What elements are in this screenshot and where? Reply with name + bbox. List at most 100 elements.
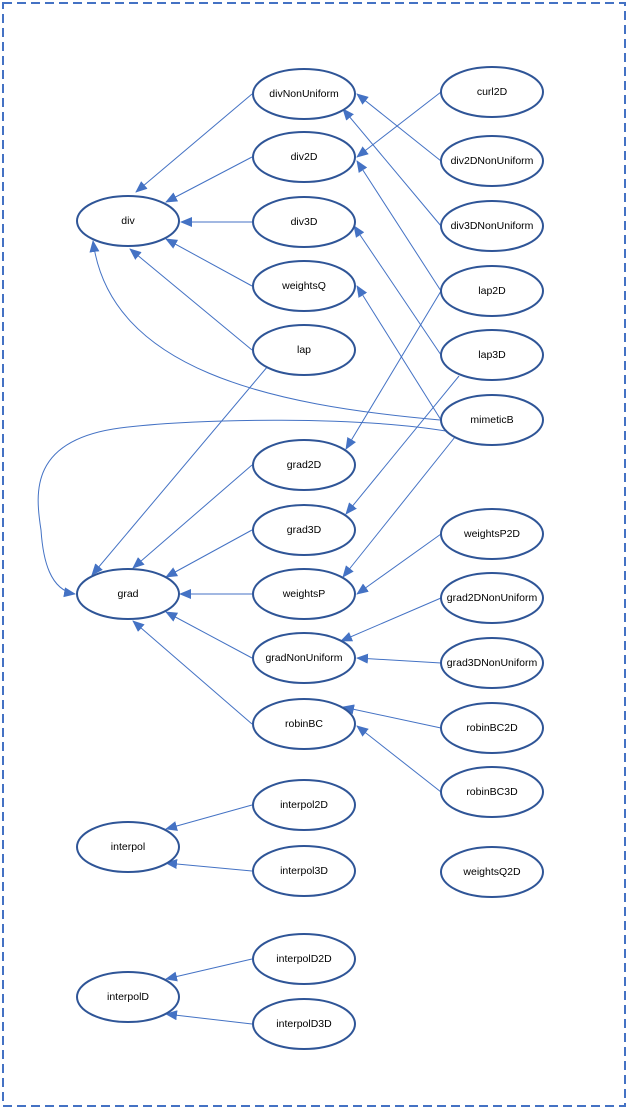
node-label: lap3D [478, 349, 506, 361]
node-interpolD3D: interpolD3D [252, 998, 356, 1050]
edge-divNonUniform-to-div [135, 93, 253, 193]
edge-lap3D-to-grad3D [345, 375, 460, 515]
node-ellipse [252, 998, 356, 1050]
node-lap: lap [252, 324, 356, 376]
edge-weightsP2D-to-weightsP [356, 533, 442, 595]
edge-interpol3D-to-interpol [165, 859, 253, 872]
node-ellipse [252, 568, 356, 620]
node-label: curl2D [477, 86, 508, 98]
node-label: div3DNonUniform [451, 220, 534, 232]
node-ellipse [252, 845, 356, 897]
node-label: robinBC [285, 718, 323, 730]
node-label: div2DNonUniform [451, 155, 534, 167]
node-ellipse [252, 260, 356, 312]
node-ellipse [440, 265, 544, 317]
edge-div2DNonUniform-to-divNonUniform [356, 93, 442, 162]
edge-lap-to-grad [91, 365, 269, 576]
node-ellipse [252, 68, 356, 120]
node-label: robinBC2D [466, 722, 518, 734]
node-div3DNonUniform: div3DNonUniform [440, 200, 544, 252]
edge-mimeticB-to-div [89, 240, 441, 421]
edge-div3DNonUniform-to-divNonUniform [342, 108, 442, 227]
edge-curl2D-to-div2D [356, 91, 442, 158]
edge-interpolD3D-to-interpolD [165, 1010, 253, 1025]
edge-grad3D-to-grad [165, 529, 253, 578]
edge-weightsQ-to-div [165, 238, 253, 287]
node-ellipse [440, 572, 544, 624]
edge-gradNonUniform-to-grad [165, 611, 253, 659]
edge-robinBC2D-to-robinBC [342, 704, 442, 729]
edge-lap3D-to-div3D [353, 225, 442, 356]
node-label: divNonUniform [269, 88, 339, 100]
node-label: div3D [291, 216, 318, 228]
node-ellipse [252, 439, 356, 491]
node-ellipse [252, 632, 356, 684]
node-label: weightsP2D [463, 528, 520, 540]
node-ellipse [252, 131, 356, 183]
node-label: grad3DNonUniform [447, 657, 538, 669]
node-weightsQ: weightsQ [252, 260, 356, 312]
node-div3D: div3D [252, 196, 356, 248]
node-ellipse [252, 933, 356, 985]
node-div: div [76, 195, 180, 247]
node-label: gradNonUniform [265, 652, 342, 664]
node-label: weightsP [282, 588, 326, 600]
node-label: div [121, 215, 135, 227]
node-ellipse [440, 394, 544, 446]
edge-lap2D-to-grad2D [345, 290, 442, 450]
edge-mimeticB-to-weightsP [342, 436, 456, 578]
node-ellipse [440, 766, 544, 818]
node-label: interpol3D [280, 865, 328, 877]
node-ellipse [252, 779, 356, 831]
node-ellipse [76, 971, 180, 1023]
node-label: div2D [291, 151, 318, 163]
node-interpol2D: interpol2D [252, 779, 356, 831]
node-div2D: div2D [252, 131, 356, 183]
node-label: weightsQ [281, 280, 326, 292]
edge-lap2D-to-div2D [356, 160, 442, 292]
node-ellipse [440, 200, 544, 252]
node-grad: grad [76, 568, 180, 620]
node-ellipse [76, 821, 180, 873]
edge-div2D-to-div [165, 156, 253, 203]
edge-lap-to-div [129, 248, 253, 351]
node-ellipse [440, 135, 544, 187]
node-robinBC3D: robinBC3D [440, 766, 544, 818]
edge-grad2D-to-grad [132, 464, 253, 569]
edge-grad2DNonUniform-to-gradNonUniform [340, 597, 442, 642]
node-mimeticB: mimeticB [440, 394, 544, 446]
node-label: mimeticB [470, 414, 513, 426]
node-divNonUniform: divNonUniform [252, 68, 356, 120]
node-ellipse [440, 637, 544, 689]
edge-interpol2D-to-interpol [165, 804, 253, 831]
node-ellipse [440, 66, 544, 118]
node-ellipse [252, 196, 356, 248]
edge-robinBC-to-grad [132, 620, 253, 725]
node-label: grad2D [287, 459, 322, 471]
node-weightsP2D: weightsP2D [440, 508, 544, 560]
node-label: lap [297, 344, 311, 356]
node-label: grad [117, 588, 138, 600]
node-robinBC: robinBC [252, 698, 356, 750]
node-label: grad3D [287, 524, 322, 536]
node-interpol: interpol [76, 821, 180, 873]
node-ellipse [440, 508, 544, 560]
node-lap3D: lap3D [440, 329, 544, 381]
node-label: grad2DNonUniform [447, 592, 538, 604]
node-label: interpol [111, 841, 145, 853]
node-grad3D: grad3D [252, 504, 356, 556]
node-ellipse [252, 324, 356, 376]
node-grad2DNonUniform: grad2DNonUniform [440, 572, 544, 624]
node-gradNonUniform: gradNonUniform [252, 632, 356, 684]
node-label: weightsQ2D [462, 866, 521, 878]
node-label: interpolD3D [276, 1018, 332, 1030]
node-label: interpol2D [280, 799, 328, 811]
node-grad3DNonUniform: grad3DNonUniform [440, 637, 544, 689]
node-lap2D: lap2D [440, 265, 544, 317]
edge-mimeticB-to-grad [37, 419, 453, 598]
edge-robinBC3D-to-robinBC [356, 725, 442, 793]
node-ellipse [252, 504, 356, 556]
node-weightsP: weightsP [252, 568, 356, 620]
